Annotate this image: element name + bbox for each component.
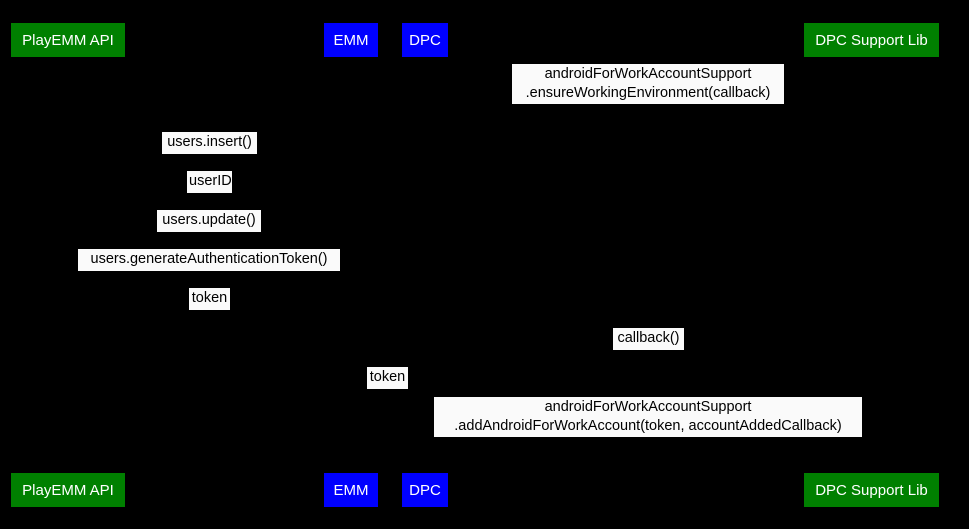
participant-label: DPC Support Lib — [815, 31, 928, 49]
participant-label: PlayEMM API — [22, 31, 114, 49]
message-label-callback: callback() — [613, 328, 684, 350]
participant-footer-playemm-api[interactable]: PlayEMM API — [11, 473, 125, 507]
participant-label: EMM — [333, 481, 369, 499]
message-label-line: .ensureWorkingEnvironment(callback) — [525, 85, 771, 101]
lifeline-dpc-support-lib — [871, 57, 872, 473]
participant-header-playemm-api[interactable]: PlayEMM API — [11, 23, 125, 57]
message-label-line: callback() — [617, 330, 680, 346]
participant-label: DPC — [409, 481, 441, 499]
participant-footer-emm[interactable]: EMM — [324, 473, 378, 507]
message-label-users-update: users.update() — [157, 210, 261, 232]
participant-label: DPC Support Lib — [815, 481, 928, 499]
participant-label: DPC — [409, 31, 441, 49]
participant-header-dpc-support-lib[interactable]: DPC Support Lib — [804, 23, 939, 57]
message-label-ensure-working-environment: androidForWorkAccountSupport .ensureWorki… — [512, 64, 784, 104]
lifeline-dpc — [425, 57, 426, 473]
message-label-line: userID — [189, 173, 232, 189]
message-label-line: users.insert() — [167, 134, 252, 150]
message-label-users-insert: users.insert() — [162, 132, 257, 154]
message-label-add-android-for-work-account: androidForWorkAccountSupport .addAndroidF… — [434, 397, 862, 437]
message-label-line: .addAndroidForWorkAccount(token, account… — [454, 418, 842, 434]
participant-label: PlayEMM API — [22, 481, 114, 499]
participant-header-emm[interactable]: EMM — [324, 23, 378, 57]
lifeline-playemm-api — [68, 57, 69, 473]
message-label-line: token — [369, 369, 406, 385]
participant-footer-dpc[interactable]: DPC — [402, 473, 448, 507]
message-label-user-id: userID — [187, 171, 232, 193]
message-label-line: androidForWorkAccountSupport — [544, 66, 752, 82]
message-label-line: users.generateAuthenticationToken() — [90, 251, 328, 267]
message-label-line: androidForWorkAccountSupport — [544, 399, 752, 415]
participant-label: EMM — [333, 31, 369, 49]
message-label-token-to-dpc: token — [367, 367, 408, 389]
lifeline-emm — [351, 57, 352, 473]
message-label-line: users.update() — [162, 212, 256, 228]
message-label-token-to-emm: token — [189, 288, 230, 310]
message-label-line: token — [191, 290, 228, 306]
participant-footer-dpc-support-lib[interactable]: DPC Support Lib — [804, 473, 939, 507]
message-label-users-generate-authentication-token: users.generateAuthenticationToken() — [78, 249, 340, 271]
participant-header-dpc[interactable]: DPC — [402, 23, 448, 57]
